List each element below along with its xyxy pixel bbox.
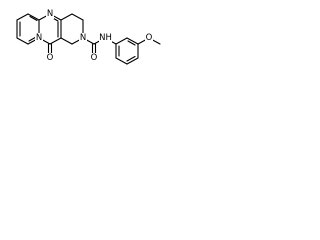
bond-double-inner (127, 40, 136, 46)
carbonyl-oxygen-label: O (47, 53, 54, 63)
bond (115, 57, 128, 65)
atom-mask (99, 33, 112, 43)
amide-oxygen-label: O (91, 53, 98, 63)
pyrimidine-nitrogen-label: N (47, 9, 53, 19)
bond-double-inner (29, 15, 38, 22)
atom-mask (90, 53, 98, 63)
bond-double-inner (126, 55, 136, 62)
bond (126, 57, 139, 65)
bond (16, 37, 29, 45)
atom-mask (79, 33, 87, 43)
bond (60, 13, 73, 21)
bond (49, 37, 62, 45)
atom-mask (145, 33, 153, 43)
bond (60, 37, 73, 45)
bond (115, 37, 128, 45)
amide-nh-label: NH (99, 33, 112, 43)
atom-mask (35, 33, 43, 43)
atom-labels: N N N O O NH O (35, 9, 153, 63)
bond (27, 13, 40, 21)
chemical-structure-diagram: N N N O O NH O (16, 9, 161, 65)
bond (71, 13, 84, 21)
methoxy-oxygen-label: O (146, 33, 153, 43)
atom-mask (46, 53, 54, 63)
atom-mask (46, 9, 54, 19)
ring-nitrogen-label: N (80, 33, 86, 43)
pyridine-nitrogen-label: N (36, 33, 42, 43)
bond (16, 13, 29, 21)
bond (126, 37, 139, 45)
